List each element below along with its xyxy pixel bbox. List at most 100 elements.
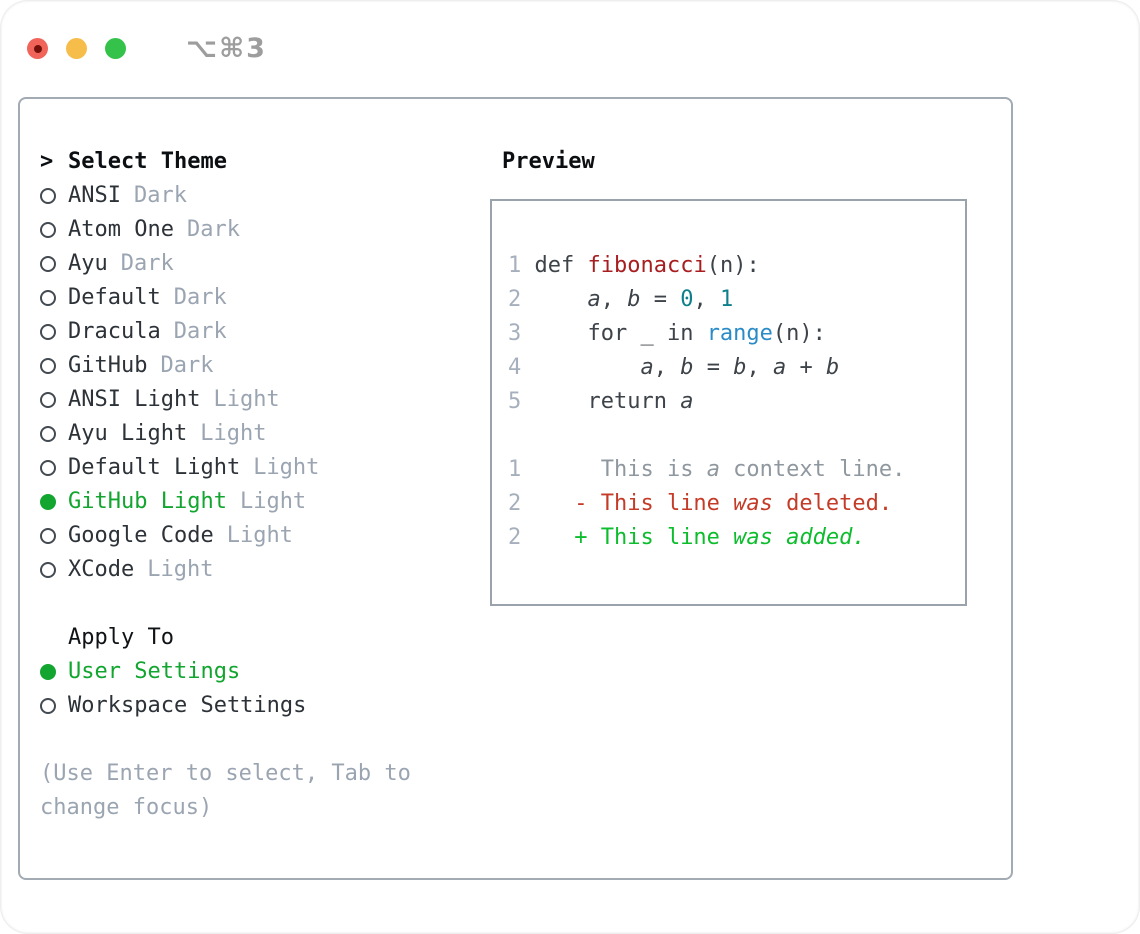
code-token <box>521 355 640 380</box>
option-label: Google Code <box>68 523 214 548</box>
preview-header: Preview <box>482 145 985 179</box>
code-token: a <box>640 355 654 380</box>
radio-marker <box>40 290 68 306</box>
code-line: 5 return a <box>508 385 965 419</box>
option-label: Workspace Settings <box>68 693 307 718</box>
titlebar: ⌥⌘3 <box>0 0 1140 97</box>
theme-option[interactable]: ANSI Light Light <box>40 383 482 417</box>
theme-variant-tag: Light <box>200 421 267 446</box>
radio-marker <box>40 494 68 510</box>
code-token: , <box>746 355 773 380</box>
code-line: 2 a, b = 0, 1 <box>508 283 965 317</box>
radio-marker <box>40 528 68 544</box>
radio-icon <box>40 324 56 340</box>
radio-marker <box>40 664 68 680</box>
minimize-button[interactable] <box>66 38 87 59</box>
line-number: 3 <box>508 321 522 346</box>
radio-marker <box>40 426 68 442</box>
code-token: a <box>706 457 720 482</box>
radio-icon <box>40 460 56 476</box>
spacer <box>40 587 482 621</box>
apply-option[interactable]: Workspace Settings <box>40 689 482 723</box>
code-line: 1 This is a context line. <box>508 453 965 487</box>
selected-radio-icon <box>40 494 56 510</box>
option-label: Dracula <box>68 319 161 344</box>
code-token: = <box>640 287 681 312</box>
theme-variant-tag: Light <box>239 489 307 514</box>
radio-marker <box>40 392 68 408</box>
theme-variant-tag: Dark <box>186 217 240 242</box>
option-label: User Settings <box>68 659 241 684</box>
option-label: ANSI <box>68 183 121 208</box>
radio-marker <box>40 222 68 238</box>
code-token: context line. <box>719 457 906 482</box>
radio-marker <box>40 188 68 204</box>
radio-icon <box>40 426 56 442</box>
theme-option[interactable]: Ayu Light Light <box>40 417 482 451</box>
code-token: b <box>733 355 747 380</box>
radio-marker <box>40 324 68 340</box>
code-token: range <box>706 321 773 346</box>
code-token: + <box>786 355 826 380</box>
apply-to-title: Apply To <box>68 625 174 650</box>
theme-option[interactable]: Google Code Light <box>40 519 482 553</box>
apply-option[interactable]: User Settings <box>40 655 482 689</box>
preview-title: Preview <box>502 149 595 174</box>
code-token: , <box>693 287 720 312</box>
radio-marker <box>40 698 68 714</box>
code-token: + This line <box>521 525 734 550</box>
theme-variant-tag: Dark <box>133 183 187 208</box>
close-button[interactable] <box>27 38 48 59</box>
code-token: def <box>521 253 588 278</box>
theme-variant-tag: Dark <box>160 353 214 378</box>
option-label: Default Light <box>68 455 241 480</box>
zoom-button[interactable] <box>105 38 126 59</box>
radio-marker <box>40 460 68 476</box>
focus-caret-icon: > <box>40 149 54 174</box>
theme-option[interactable]: ANSI Dark <box>40 179 482 213</box>
theme-variant-tag: Light <box>147 557 214 582</box>
radio-marker <box>40 562 68 578</box>
code-token: b <box>825 355 840 380</box>
theme-variant-tag: Light <box>213 387 280 412</box>
option-label: Ayu <box>68 251 108 276</box>
code-token: a <box>587 287 601 312</box>
line-number: 2 <box>508 287 522 312</box>
option-label: Ayu Light <box>68 421 188 446</box>
code-line: 3 for _ in range(n): <box>508 317 965 351</box>
selected-radio-icon <box>40 664 56 680</box>
option-label: Default <box>68 285 161 310</box>
code-token: for _ in <box>521 321 707 346</box>
code-token: was added. <box>733 525 866 550</box>
code-token: (n): <box>706 253 760 278</box>
option-label: GitHub Light <box>68 489 227 514</box>
code-token <box>521 287 587 312</box>
option-label: ANSI Light <box>68 387 201 412</box>
theme-variant-tag: Light <box>226 523 293 548</box>
apply-to-header: Apply To <box>40 621 482 655</box>
code-line <box>508 419 965 453</box>
theme-option[interactable]: GitHub Light Light <box>40 485 482 519</box>
preview-column: Preview 1 def fibonacci(n):2 a, b = 0, 1… <box>482 145 985 878</box>
window-shortcut-label: ⌥⌘3 <box>186 33 267 64</box>
code-token: This is <box>521 457 707 482</box>
radio-icon <box>40 290 56 306</box>
code-line: 1 def fibonacci(n): <box>508 249 965 283</box>
radio-icon <box>40 358 56 374</box>
code-token: - This line <box>521 491 734 516</box>
radio-icon <box>40 256 56 272</box>
code-token: fibonacci <box>587 253 707 278</box>
code-token: (n): <box>772 321 826 346</box>
radio-icon <box>40 188 56 204</box>
